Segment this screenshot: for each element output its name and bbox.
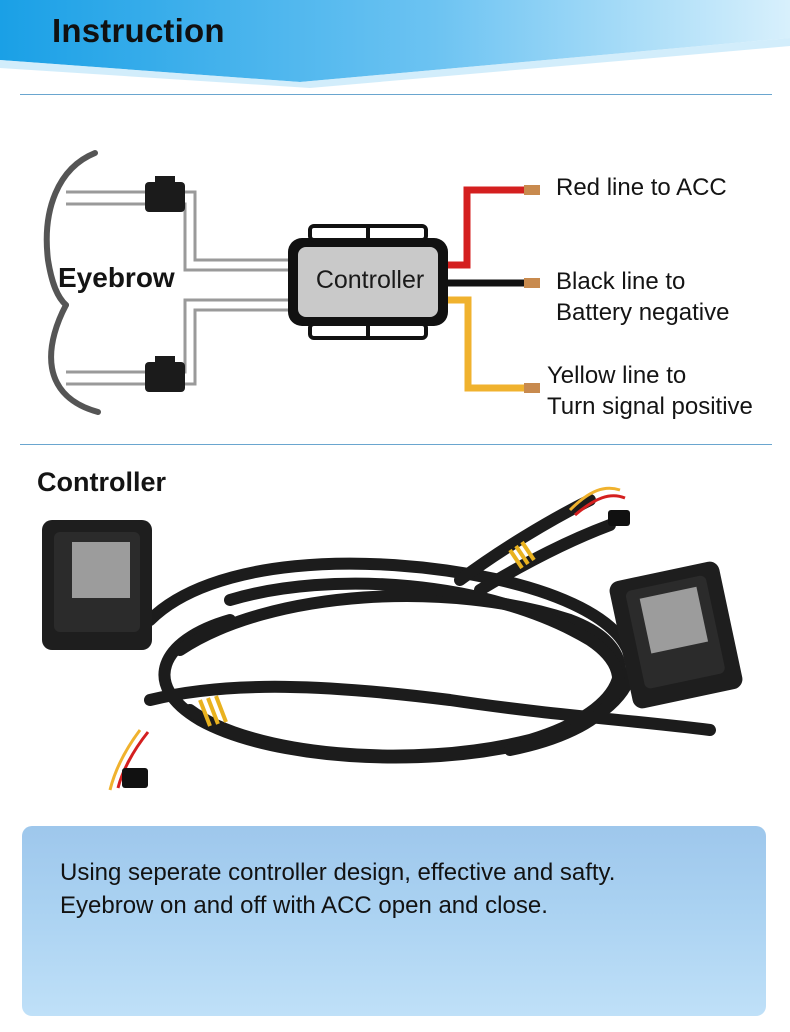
connector-small-left	[122, 768, 148, 788]
controller-unit-left	[42, 520, 152, 650]
info-panel: Using seperate controller design, effect…	[22, 826, 766, 1016]
wiring-diagram: Eyebrow Controller Red line to ACC Black…	[0, 100, 790, 440]
controller-photo	[30, 470, 790, 810]
page-title: Instruction	[52, 12, 225, 49]
controller-unit-right	[609, 561, 743, 709]
info-line-1: Using seperate controller design, effect…	[60, 859, 616, 886]
info-text: Using seperate controller design, effect…	[60, 856, 615, 922]
connector-small-right	[608, 510, 630, 526]
wiring-diagram-graphic	[43, 150, 540, 415]
eyebrow-label: Eyebrow	[58, 262, 175, 293]
eyebrow-strip-bottom	[48, 302, 101, 415]
yellow-wire-tip	[524, 383, 540, 393]
yellow-wire	[445, 296, 525, 392]
middle-divider	[20, 444, 772, 445]
black-line-label-2: Battery negative	[556, 299, 730, 326]
controller-box	[288, 224, 448, 340]
top-divider	[20, 94, 772, 95]
black-wire-tip	[524, 278, 540, 288]
red-wire	[445, 186, 525, 269]
eyebrow-strip-top	[43, 150, 98, 308]
yellow-line-label-2: Turn signal positive	[547, 393, 753, 420]
connector-top	[145, 176, 185, 212]
red-line-label: Red line to ACC	[556, 174, 727, 201]
info-line-2: Eyebrow on and off with ACC open and clo…	[60, 892, 548, 919]
black-line-label-1: Black line to	[556, 268, 686, 295]
controller-photo-illustration	[42, 486, 743, 791]
controller-section-title: Controller	[37, 467, 167, 497]
red-wire-tip	[524, 185, 540, 195]
header-background	[0, 0, 790, 88]
yellow-line-label-1: Yellow line to	[547, 362, 687, 389]
header-banner: Instruction	[0, 0, 790, 90]
connector-bottom	[145, 356, 185, 392]
controller-box-label: Controller	[315, 266, 425, 294]
